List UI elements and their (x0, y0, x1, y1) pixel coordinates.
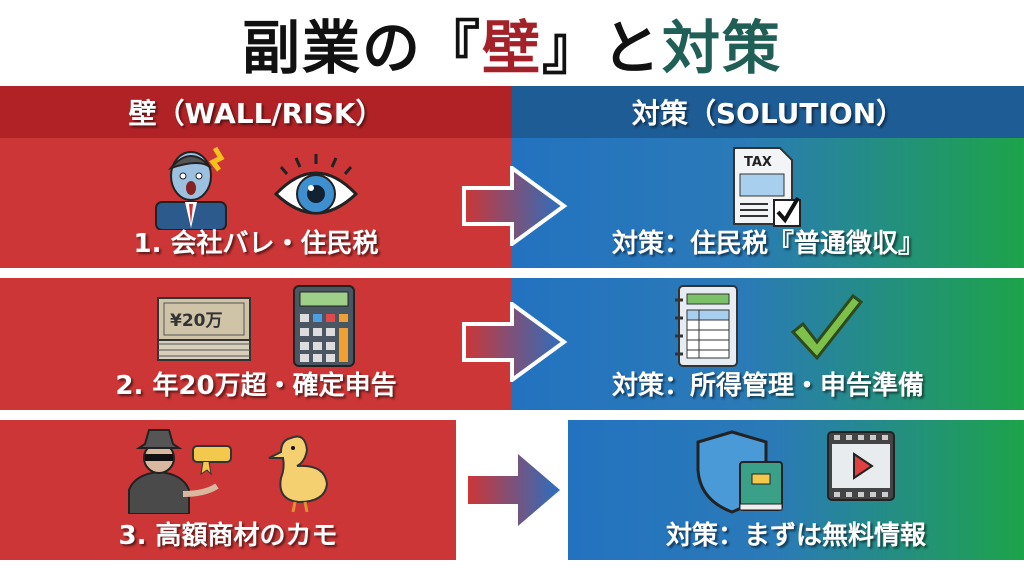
svg-text:TAX: TAX (744, 155, 772, 170)
solution-panel-1: TAX 対策：住民税『普通徴収』 (512, 138, 1024, 268)
solution-label-3: 対策：まずは無料情報 (665, 521, 926, 551)
page-title: 副業の『壁』と対策 (241, 14, 783, 82)
svg-text:¥20万: ¥20万 (170, 311, 223, 331)
arrow-right-icon (462, 302, 568, 382)
solution-label-2: 対策：所得管理・申告準備 (611, 371, 924, 401)
duck-icon (268, 435, 329, 513)
solution-panel-3: 対策：まずは無料情報 (568, 420, 1024, 560)
solution-panel-2: 対策：所得管理・申告準備 (512, 278, 1024, 410)
calculator-icon (293, 285, 355, 367)
wall-label-3: 3. 高額商材のカモ (118, 521, 338, 551)
arrow-right-icon (468, 454, 560, 526)
solution-label-1: 対策：住民税『普通徴収』 (611, 229, 924, 259)
wall-label-2: 2. 年20万超・確定申告 (115, 371, 397, 401)
wall-header: 壁（WALL/RISK） (0, 86, 512, 138)
banknote-stack-icon: ¥20万 (157, 297, 251, 361)
tax-form-icon: TAX (733, 147, 801, 227)
solution-header: 対策（SOLUTION） (512, 86, 1024, 138)
checkmark-icon (790, 293, 863, 361)
wall-panel-2: ¥20万 2. 年20万超・確定申告 (0, 278, 512, 410)
eye-icon (273, 154, 359, 215)
shocked-businessman-icon (155, 146, 227, 230)
wall-panel-3: 3. 高額商材のカモ (0, 420, 456, 560)
arrow-right-icon (462, 166, 568, 246)
scammer-with-certificate-icon (128, 429, 232, 514)
ledger-notebook-icon (675, 285, 738, 367)
wall-panel-1: 1. 会社バレ・住民税 (0, 138, 512, 268)
shield-book-icon (696, 430, 783, 514)
wall-label-1: 1. 会社バレ・住民税 (133, 229, 379, 259)
video-play-icon (827, 431, 895, 501)
